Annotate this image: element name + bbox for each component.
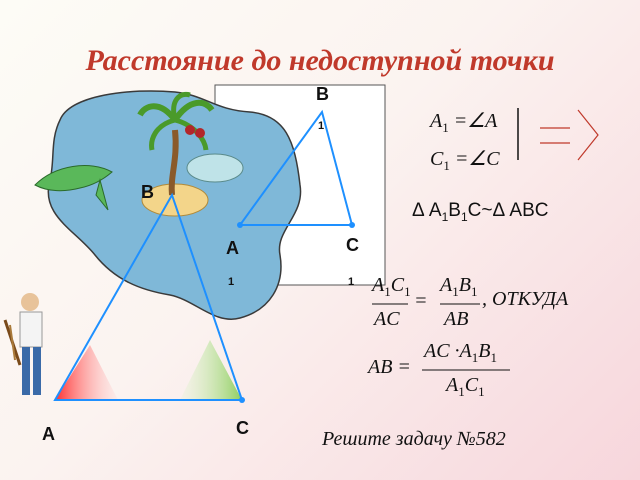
palm-trunk xyxy=(168,129,179,196)
palm-leaf xyxy=(137,103,178,122)
person-leg xyxy=(33,347,41,395)
angle-fill-green xyxy=(180,340,242,400)
angle-fill-red xyxy=(55,345,118,400)
label-a1-index: 1 xyxy=(228,276,235,288)
triangle-a1b1c1 xyxy=(238,109,354,226)
label-a1: A xyxy=(226,238,239,258)
label-b1: B xyxy=(316,84,329,104)
person-head xyxy=(21,293,39,311)
similarity-statement: Δ A1B1C~Δ ABC xyxy=(412,200,549,224)
ratio-den-right: AB xyxy=(444,308,469,330)
task-text: Решите задачу №582 xyxy=(322,428,506,450)
formula-denominator: A1C1 xyxy=(446,374,485,399)
label-a: A xyxy=(42,424,55,444)
condition-angle-a: A1 =∠A xyxy=(430,110,498,135)
implies-arrow xyxy=(540,109,599,161)
ratio-tail: , ОТКУДА xyxy=(482,288,569,310)
palm-leaf xyxy=(172,99,215,122)
label-b: B xyxy=(141,182,154,202)
condition-angle-c: C1 =∠C xyxy=(430,148,500,173)
label-c1: C xyxy=(346,235,359,255)
label-b1-index: 1 xyxy=(318,120,325,132)
label-c: C xyxy=(236,418,249,438)
palm-leaf xyxy=(149,117,176,151)
coconut xyxy=(195,128,205,138)
dolphin xyxy=(34,165,113,192)
label-c1-index: 1 xyxy=(348,276,355,288)
ratio-num-right: A1B1 xyxy=(440,274,478,299)
slide-title: Расстояние до недоступной точки xyxy=(85,44,555,77)
person-instrument xyxy=(9,324,16,361)
palm-leaf xyxy=(171,91,191,121)
triangle-abc xyxy=(53,192,244,401)
vertex-a1 xyxy=(237,222,243,228)
island-main xyxy=(141,183,209,217)
ratio-den-left: AC xyxy=(374,308,400,330)
person-leg xyxy=(22,347,30,395)
coconut xyxy=(185,125,195,135)
formula-lhs: AB = xyxy=(368,356,411,378)
island-small xyxy=(186,153,244,183)
person-torso xyxy=(19,311,43,348)
vertex-c xyxy=(239,397,245,403)
dolphin-tail xyxy=(95,178,109,211)
ratio-equals: = xyxy=(414,290,428,312)
formula-numerator: AC ·A1B1 xyxy=(424,340,497,365)
ratio-num-left: A1C1 xyxy=(372,274,411,299)
vertex-c1 xyxy=(349,222,355,228)
